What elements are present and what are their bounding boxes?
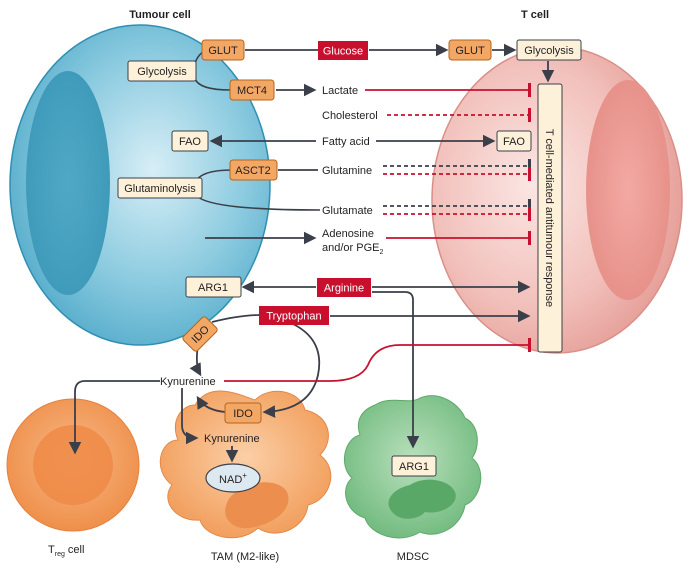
svg-text:GLUT: GLUT bbox=[455, 45, 485, 57]
svg-text:ARG1: ARG1 bbox=[198, 282, 228, 294]
process-glycolysis-tumour: Glycolysis bbox=[127, 60, 197, 82]
enzyme-arg1-tumour: ARG1 bbox=[185, 276, 242, 298]
metabolite-glutamate: Glutamate bbox=[322, 205, 373, 217]
metabolite-fatty-acid: Fatty acid bbox=[322, 136, 370, 148]
svg-text:IDO: IDO bbox=[233, 408, 253, 420]
metabolite-flows bbox=[68, 43, 555, 463]
metabolite-arginine: Arginine bbox=[317, 278, 371, 297]
tam-nucleus bbox=[225, 482, 289, 529]
enzyme-mct4: MCT4 bbox=[229, 79, 275, 101]
metabolite-cholesterol: Cholesterol bbox=[322, 110, 378, 122]
t-cell-nucleus bbox=[586, 80, 670, 300]
enzyme-asct2: ASCT2 bbox=[229, 159, 278, 181]
svg-text:MCT4: MCT4 bbox=[237, 85, 267, 97]
process-fao-tcell: FAO bbox=[496, 130, 532, 152]
metabolite-adenosine: Adenosine bbox=[322, 228, 374, 240]
svg-text:Glycolysis: Glycolysis bbox=[524, 45, 574, 57]
t-cell-label: T cell bbox=[521, 9, 549, 21]
process-antitumour-response: T cell-mediated antitumour response bbox=[537, 83, 563, 353]
svg-text:NAD+: NAD+ bbox=[219, 471, 247, 486]
treg-cell-label: Treg cell bbox=[48, 544, 84, 558]
svg-text:Tryptophan: Tryptophan bbox=[266, 311, 321, 323]
kynurenine-to-treg-arrow bbox=[68, 380, 160, 455]
metabolite-glutamine: Glutamine bbox=[322, 165, 372, 177]
metabolite-lactate: Lactate bbox=[322, 85, 358, 97]
enzyme-glut-tumour: GLUT bbox=[201, 39, 245, 61]
tryptophan-to-tam-ido-curve bbox=[262, 323, 321, 418]
enzyme-arg1-mdsc: ARG1 bbox=[391, 455, 437, 477]
arginine-to-mdsc-arrow bbox=[372, 291, 420, 449]
svg-text:FAO: FAO bbox=[179, 136, 201, 148]
svg-text:ARG1: ARG1 bbox=[399, 461, 429, 473]
process-glutaminolysis: Glutaminolysis bbox=[117, 177, 203, 199]
svg-text:Glutaminolysis: Glutaminolysis bbox=[124, 183, 196, 195]
svg-text:Glucose: Glucose bbox=[323, 46, 363, 58]
tam-ido-to-kynurenine-arrow bbox=[196, 395, 226, 413]
enzyme-ido-tam: IDO bbox=[224, 402, 262, 424]
metabolite-kynurenine-tam: Kynurenine bbox=[204, 433, 260, 445]
tam-cell bbox=[159, 390, 332, 539]
tam-cell-label: TAM (M2-like) bbox=[211, 551, 279, 563]
process-fao-tumour: FAO bbox=[171, 130, 209, 152]
svg-text:FAO: FAO bbox=[503, 136, 525, 148]
tumour-cell-label: Tumour cell bbox=[129, 9, 191, 21]
treg-cell bbox=[6, 398, 140, 532]
metabolite-pge2: and/or PGE2 bbox=[322, 242, 383, 256]
metabolite-kynurenine: Kynurenine bbox=[160, 376, 216, 388]
metabolite-tryptophan: Tryptophan bbox=[259, 306, 329, 325]
metabolite-glucose: Glucose bbox=[318, 41, 368, 60]
mdsc-cell-label: MDSC bbox=[397, 551, 429, 563]
mdsc-nucleus bbox=[388, 479, 456, 519]
tumour-nucleus bbox=[26, 71, 110, 295]
svg-text:Arginine: Arginine bbox=[324, 283, 364, 295]
svg-text:GLUT: GLUT bbox=[208, 45, 238, 57]
enzyme-glut-tcell: GLUT bbox=[448, 39, 492, 61]
metabolite-nad: NAD+ bbox=[205, 463, 261, 493]
kynurenine-inhibition bbox=[224, 338, 531, 382]
kynurenine-to-tam-arrow bbox=[181, 388, 199, 445]
ido-to-kynurenine-curve bbox=[211, 314, 261, 323]
svg-text:T cell-mediated antitumour res: T cell-mediated antitumour response bbox=[543, 129, 555, 307]
treg-nucleus bbox=[33, 425, 113, 505]
svg-text:Glycolysis: Glycolysis bbox=[137, 66, 187, 78]
process-glycolysis-tcell: Glycolysis bbox=[516, 39, 582, 61]
svg-text:ASCT2: ASCT2 bbox=[235, 165, 270, 177]
enzyme-ido-tumour: IDO bbox=[182, 316, 218, 352]
